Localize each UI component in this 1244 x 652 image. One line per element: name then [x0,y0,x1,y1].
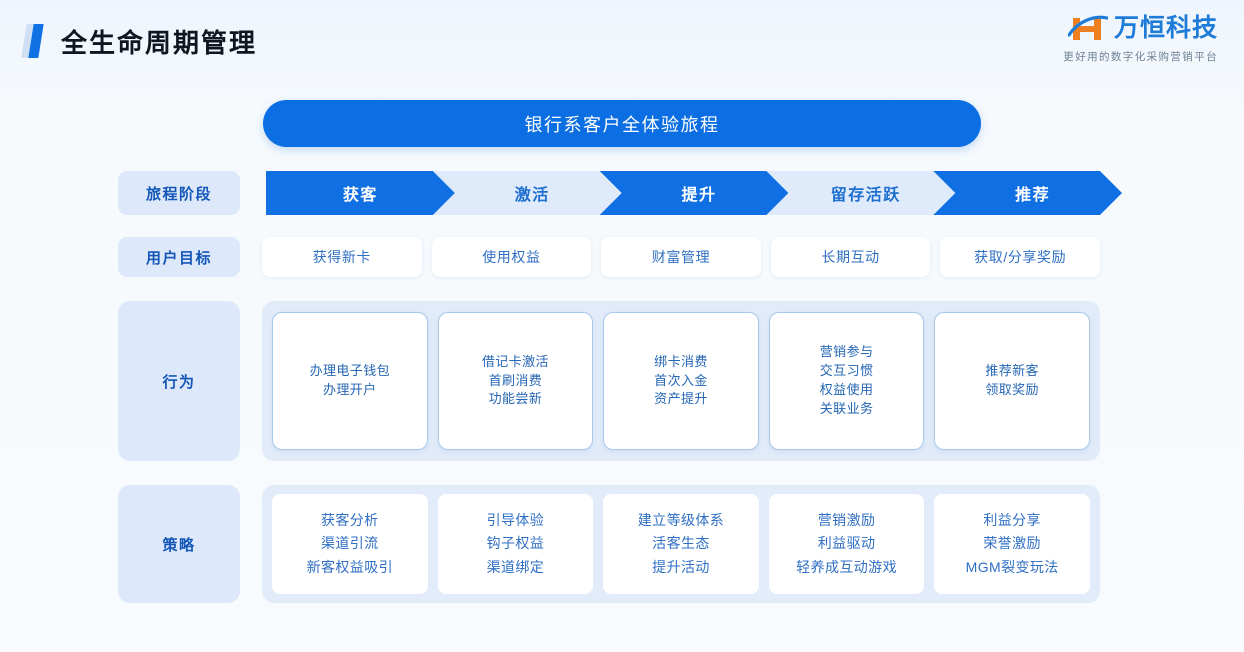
row-label-strategy: 策略 [118,485,240,603]
page-header: 全生命周期管理 万恒科技 更好用的数字化采购营销平台 [0,0,1244,82]
brand-logo: 万恒科技 更好用的数字化采购营销平台 [1063,12,1218,64]
behavior-card[interactable]: 营销参与交互习惯权益使用关联业务 [768,312,925,450]
company-tagline: 更好用的数字化采购营销平台 [1063,51,1218,63]
stage-chevron-5[interactable]: 推荐 [933,171,1122,215]
stage-chevron-2[interactable]: 激活 [433,171,622,215]
strategy-card[interactable]: 引导体验钩子权益渠道绑定 [437,494,594,594]
goal-card[interactable]: 获取/分享奖励 [940,237,1100,277]
journey-stage-row: 旅程阶段 获客 激活 提升 留存活跃 推荐 [0,171,1244,215]
strategy-card-text: 营销激励利益驱动轻养成互动游戏 [796,512,897,575]
behavior-card[interactable]: 推荐新客领取奖励 [934,312,1090,450]
goal-card-text: 长期互动 [821,249,880,265]
row-label-goal: 用户目标 [118,237,240,277]
page-title: 全生命周期管理 [61,27,258,58]
goal-card[interactable]: 获得新卡 [262,237,422,277]
behavior-card-text: 推荐新客领取奖励 [985,363,1039,397]
strategy-card-text: 引导体验钩子权益渠道绑定 [486,512,545,575]
user-goal-row: 用户目标 获得新卡 使用权益 财富管理 长期互动 获取/分享奖励 [0,237,1244,277]
strategy-card-track: 获客分析渠道引流新客权益吸引 引导体验钩子权益渠道绑定 建立等级体系活客生态提升活动… [262,485,1100,603]
banner-row: 银行系客户全体验旅程 [0,100,1244,147]
strategy-card[interactable]: 建立等级体系活客生态提升活动 [603,494,759,594]
behavior-row: 行为 办理电子钱包办理开户 借记卡激活首刷消费功能尝新 绑卡消费首次入金资产提升 营销… [0,301,1244,461]
stage-chevron-label: 留存活跃 [830,187,901,204]
company-name: 万恒科技 [1113,13,1218,42]
stage-chevron-label: 获客 [342,187,378,204]
behavior-card-text: 借记卡激活首刷消费功能尝新 [481,353,549,407]
logo-row: 万恒科技 [1063,12,1218,44]
strategy-card-text: 获客分析渠道引流新客权益吸引 [306,512,393,575]
row-label-stage: 旅程阶段 [118,171,240,215]
behavior-card-track: 办理电子钱包办理开户 借记卡激活首刷消费功能尝新 绑卡消费首次入金资产提升 营销参与交… [262,301,1100,461]
goal-card-text: 获得新卡 [312,249,371,265]
behavior-card[interactable]: 绑卡消费首次入金资产提升 [603,312,759,450]
strategy-card[interactable]: 获客分析渠道引流新客权益吸引 [272,494,428,594]
stage-chevron-label: 推荐 [1015,187,1051,204]
accent-bar-icon [24,24,44,58]
stage-chevron-3[interactable]: 提升 [600,171,789,215]
journey-banner: 银行系客户全体验旅程 [263,100,981,147]
strategy-row: 策略 获客分析渠道引流新客权益吸引 引导体验钩子权益渠道绑定 建立等级体系活客生态提… [0,485,1244,603]
behavior-card[interactable]: 借记卡激活首刷消费功能尝新 [437,312,594,450]
goal-card-text: 使用权益 [482,249,541,265]
goal-card-track: 获得新卡 使用权益 财富管理 长期互动 获取/分享奖励 [262,237,1100,277]
goal-card-text: 财富管理 [651,249,711,265]
stage-chevron-label: 提升 [681,187,717,204]
title-group: 全生命周期管理 [24,23,257,60]
goal-card[interactable]: 长期互动 [770,237,931,277]
behavior-card-text: 绑卡消费首次入金资产提升 [654,353,708,407]
strategy-card-text: 建立等级体系活客生态提升活动 [637,512,725,575]
row-label-behavior: 行为 [118,301,240,461]
stage-chevron-track: 获客 激活 提升 留存活跃 推荐 [266,171,1100,215]
stage-chevron-4[interactable]: 留存活跃 [766,171,955,215]
stage-chevron-1[interactable]: 获客 [266,171,455,215]
behavior-card-text: 营销参与交互习惯权益使用关联业务 [819,344,874,416]
behavior-card-text: 办理电子钱包办理开户 [309,363,390,397]
stage-chevron-label: 激活 [514,187,550,204]
behavior-card[interactable]: 办理电子钱包办理开户 [272,312,428,450]
goal-card-text: 获取/分享奖励 [974,249,1067,265]
goal-card[interactable]: 使用权益 [431,237,592,277]
company-h-mark-icon [1067,12,1109,44]
strategy-card[interactable]: 营销激励利益驱动轻养成互动游戏 [768,494,925,594]
goal-card[interactable]: 财富管理 [601,237,761,277]
